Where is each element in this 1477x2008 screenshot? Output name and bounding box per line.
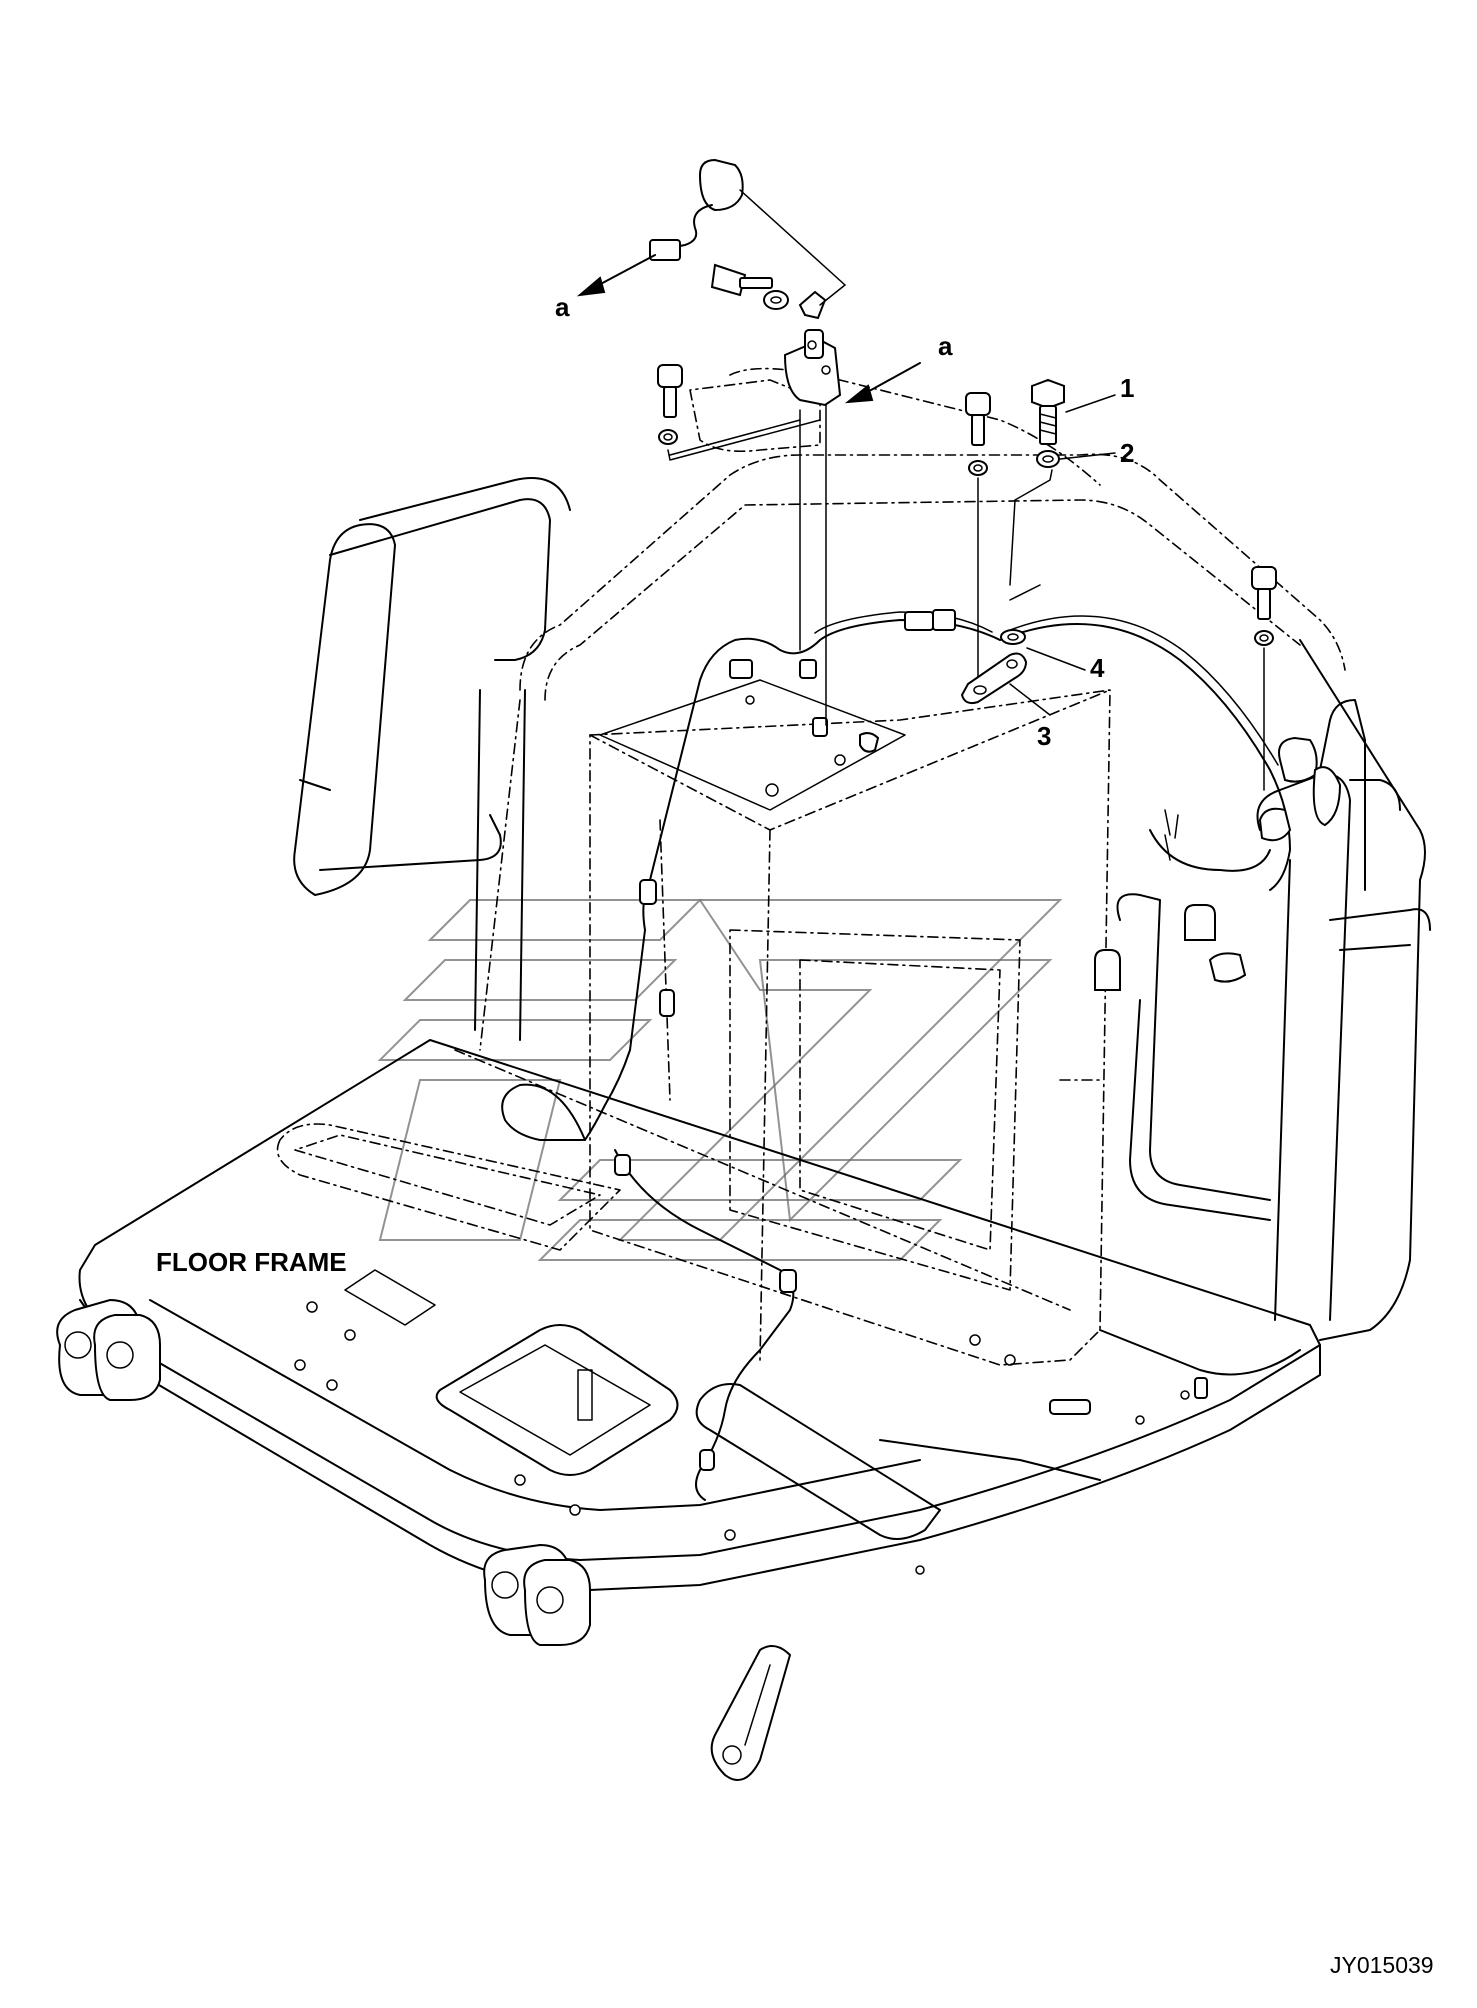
right-bolt	[1251, 566, 1277, 791]
callout-2: 2	[1120, 438, 1134, 468]
front-center-bracket	[483, 1543, 591, 1646]
callout-4: 4	[1090, 653, 1105, 683]
tool-box	[589, 689, 1111, 1366]
reference-label-a-left: a	[555, 292, 570, 322]
top-connector-assembly	[649, 158, 846, 320]
callout-3: 3	[1037, 721, 1051, 751]
part-2-washer	[1009, 450, 1060, 586]
front-left-bracket	[56, 1298, 161, 1401]
part-4-washer	[1000, 584, 1041, 645]
left-handrail	[293, 477, 571, 1041]
reference-arrow-left	[576, 254, 656, 297]
clamp-bracket	[669, 329, 842, 726]
plate-holes	[294, 1301, 1190, 1575]
right-console	[1094, 639, 1431, 1341]
callout-1: 1	[1120, 373, 1134, 403]
part-1-bolt	[1031, 378, 1065, 445]
floor-frame	[56, 1039, 1321, 1781]
reference-arrow-right	[844, 362, 921, 404]
middle-bolt	[965, 392, 991, 691]
floor-frame-label: FLOOR FRAME	[156, 1247, 347, 1277]
wiring-harness	[501, 609, 1342, 1501]
reference-label-a-right: a	[938, 331, 953, 361]
mounting-plate	[599, 679, 906, 811]
left-bolt	[657, 364, 821, 461]
watermark-logo	[377, 899, 1063, 1261]
drawing-code: JY015039	[1330, 1952, 1434, 1978]
part-3-strap	[960, 652, 1028, 705]
cab-side-panel	[454, 367, 1346, 1311]
leader-lines	[1009, 394, 1116, 716]
